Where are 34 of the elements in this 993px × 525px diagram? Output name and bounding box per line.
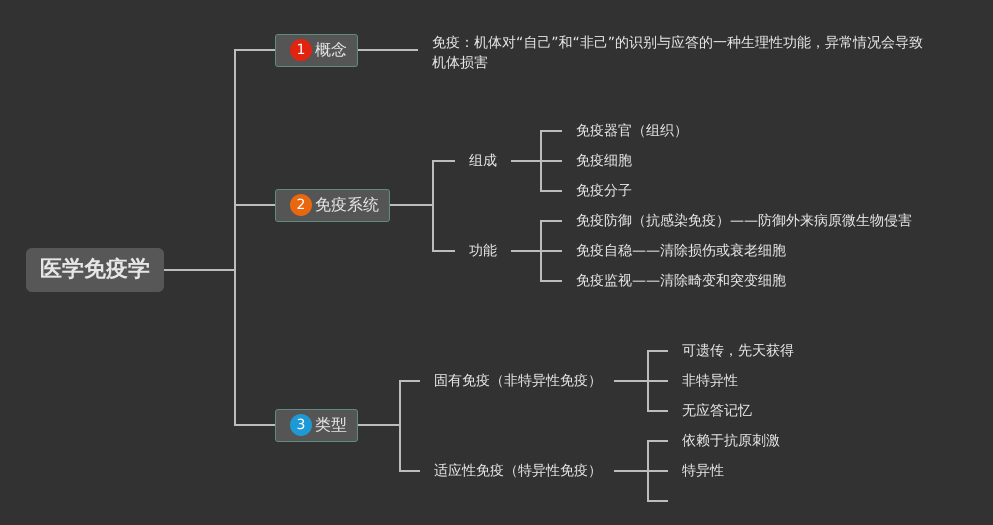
connector-line xyxy=(511,250,562,282)
topic-label: 免疫器官（组织） xyxy=(562,121,688,141)
connector-line xyxy=(358,424,420,472)
topic-label: 免疫系统 xyxy=(315,194,379,216)
topic-label: 免疫防御（抗感染免疫）——防御外来病原微生物侵害 xyxy=(562,211,912,231)
topic-label: 可遗传，先天获得 xyxy=(668,341,794,361)
topic-label: 功能 xyxy=(455,241,511,261)
connector-line xyxy=(164,269,275,426)
topic-label: 免疫：机体对“自己”和“非己”的识别与应答的一种生理性功能，异常情况会导致机体损害 xyxy=(418,33,932,73)
connector-line xyxy=(511,160,562,192)
number-badge: 2 xyxy=(290,194,312,216)
connector-line xyxy=(614,380,668,412)
topic-label: 特异性 xyxy=(668,461,724,481)
connector-line xyxy=(390,204,455,252)
topic-label: 类型 xyxy=(315,414,347,436)
topic-label: 固有免疫（非特异性免疫） xyxy=(420,371,614,391)
number-badge: 1 xyxy=(290,39,312,61)
connector-line xyxy=(614,470,668,502)
topic-label: 免疫细胞 xyxy=(562,151,632,171)
topic-box xyxy=(275,408,358,442)
topic-label: 概念 xyxy=(315,40,347,60)
connector-line xyxy=(358,49,419,51)
topic-label: 依赖于抗原刺激 xyxy=(668,431,780,451)
number-badge: 3 xyxy=(290,414,312,436)
topic-label: 免疫自稳——清除损伤或衰老细胞 xyxy=(562,241,786,261)
topic-box xyxy=(275,34,358,66)
central-topic-box: 医学免疫学 xyxy=(26,248,164,292)
topic-label: 非特异性 xyxy=(668,371,738,391)
topic-label: 免疫分子 xyxy=(562,181,632,201)
topic-label: 组成 xyxy=(455,151,511,171)
topic-label: 适应性免疫（特异性免疫） xyxy=(420,461,614,481)
topic-label: 无应答记忆 xyxy=(668,401,752,421)
topic-label: 免疫监视——清除畸变和突变细胞 xyxy=(562,271,786,291)
topic-box xyxy=(275,188,390,222)
